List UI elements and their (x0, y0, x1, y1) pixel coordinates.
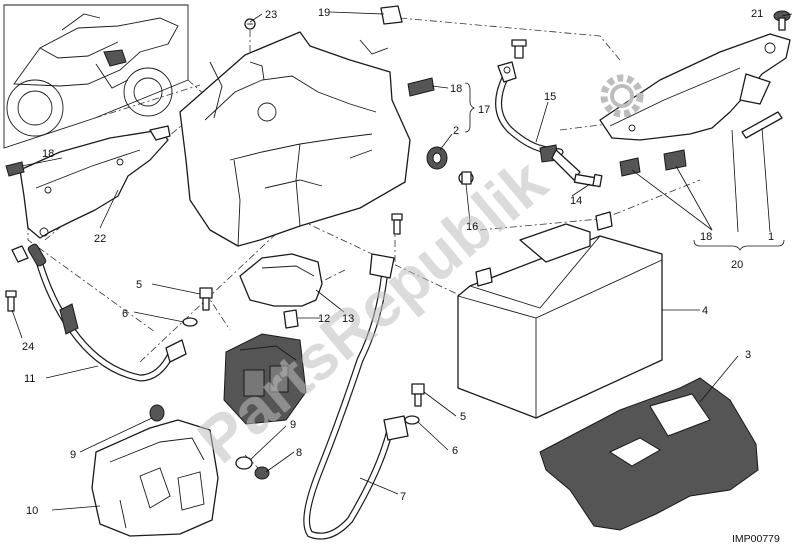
screw-5-right (411, 383, 425, 407)
rubber-pad-18-right-b (663, 149, 687, 171)
callout-20: 20 (731, 259, 743, 271)
callout-23: 23 (265, 9, 277, 21)
screw-14 (573, 173, 603, 188)
clip-19 (380, 5, 403, 25)
callout-leaders (11, 11, 793, 511)
ground-cable-15 (495, 61, 581, 181)
callout-18-mid: 18 (450, 83, 462, 95)
callout-9-left: 9 (70, 449, 76, 461)
screw-15-top (511, 39, 527, 59)
callout-6-left: 6 (122, 308, 128, 320)
callout-18-right: 18 (700, 231, 712, 243)
callout-18-left: 18 (42, 148, 54, 160)
brace-20 (693, 239, 785, 251)
battery-tray-17 (179, 31, 411, 247)
screw-cable-7-top (391, 213, 403, 235)
callout-15: 15 (544, 91, 556, 103)
callout-22: 22 (94, 233, 106, 245)
callout-8: 8 (296, 447, 302, 459)
battery-4 (457, 211, 663, 419)
rubber-pad-18-mid (407, 77, 435, 97)
cable-11 (11, 243, 187, 382)
screw-24 (5, 290, 17, 312)
callout-5-left: 5 (136, 279, 142, 291)
bracket-22 (19, 125, 171, 239)
relay-housing-10 (91, 419, 219, 537)
rubber-pad-18-left (5, 161, 25, 177)
motorcycle-thumbnail (3, 4, 189, 149)
callout-7: 7 (400, 491, 406, 503)
nut-8 (254, 466, 270, 480)
bracket-20 (599, 33, 791, 141)
callout-10: 10 (26, 505, 38, 517)
callout-numbers: 23 19 21 18 17 2 15 18 16 14 18 1 20 22 … (22, 7, 774, 517)
grommet-9-right (235, 456, 253, 470)
callout-5-right: 5 (460, 411, 466, 423)
callout-17: 17 (478, 104, 490, 116)
image-code: IMP00779 (732, 533, 780, 545)
callout-9-right: 9 (290, 419, 296, 431)
cable-7 (303, 253, 409, 540)
callout-3: 3 (745, 349, 751, 361)
starter-relay (223, 333, 307, 425)
screw-23 (244, 18, 256, 30)
callout-6-right: 6 (452, 445, 458, 457)
callout-14: 14 (570, 195, 582, 207)
callout-21: 21 (751, 8, 763, 20)
callout-11: 11 (24, 373, 35, 385)
brace-17 (464, 82, 475, 133)
washer-6-right (404, 415, 420, 425)
callout-2: 2 (453, 125, 459, 137)
callout-12: 12 (318, 313, 330, 325)
hold-down-3 (539, 377, 759, 531)
gear-icon (600, 74, 644, 118)
terminal-12 (283, 309, 299, 329)
strap-1 (741, 111, 783, 139)
rubber-pad-18-right-a (619, 157, 641, 177)
callout-4: 4 (702, 305, 708, 317)
callout-13: 13 (342, 313, 354, 325)
screw-21 (773, 10, 791, 31)
cover-13 (239, 253, 323, 307)
grommet-2 (426, 146, 448, 170)
callout-24: 24 (22, 341, 34, 353)
callout-19: 19 (318, 7, 330, 19)
screw-5-left (199, 287, 213, 311)
callout-1: 1 (768, 231, 774, 243)
callout-16: 16 (466, 221, 478, 233)
grommet-9-left (149, 404, 165, 422)
washer-6-left (182, 317, 198, 327)
